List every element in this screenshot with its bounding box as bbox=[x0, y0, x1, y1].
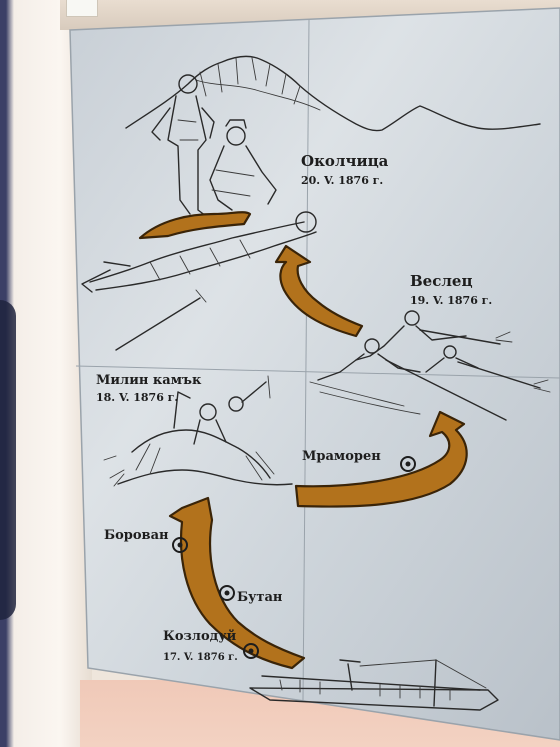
place-date-vesletz: 19. V. 1876 г. bbox=[410, 294, 492, 307]
place-label-kozloduy: Козлодуй bbox=[163, 629, 237, 644]
route-arrow-okolchitsa-tail bbox=[138, 211, 252, 240]
milin-kamak-battle-sketch bbox=[103, 375, 293, 487]
okolchitsa-figures-sketch bbox=[81, 74, 317, 351]
curtain-shadow bbox=[0, 300, 16, 620]
wall-socket bbox=[66, 0, 98, 17]
vesletz-shooters-sketch bbox=[309, 310, 551, 421]
mountain-sketch bbox=[125, 55, 541, 132]
route-arrow-kozloduy-to-borovan bbox=[168, 496, 306, 670]
panel-seam-horizontal bbox=[75, 365, 560, 379]
place-label-okolchitsa: Околчица bbox=[301, 152, 389, 170]
steamship-sketch bbox=[249, 659, 499, 711]
location-marker-kozloduy bbox=[243, 643, 259, 659]
location-marker-mramoren bbox=[400, 456, 416, 472]
location-marker-butan bbox=[219, 585, 235, 601]
route-arrow-mramoren-to-vesletz bbox=[294, 410, 468, 508]
panel-seam-vertical bbox=[302, 19, 310, 701]
place-date-milin-kamak: 18. V. 1876 г. bbox=[96, 391, 178, 404]
route-arrow-vesletz-to-okolchitsa bbox=[274, 244, 364, 338]
place-date-okolchitsa: 20. V. 1876 г. bbox=[301, 174, 383, 187]
place-label-mramoren: Мраморен bbox=[302, 449, 381, 464]
location-marker-borovan bbox=[172, 537, 188, 553]
place-label-vesletz: Веслец bbox=[410, 272, 473, 290]
place-date-kozloduy: 17. V. 1876 г. bbox=[163, 652, 238, 663]
place-label-borovan: Борован bbox=[104, 528, 169, 543]
place-label-milin-kamak: Милин камък bbox=[96, 373, 202, 388]
place-label-butan: Бутан bbox=[237, 590, 283, 605]
